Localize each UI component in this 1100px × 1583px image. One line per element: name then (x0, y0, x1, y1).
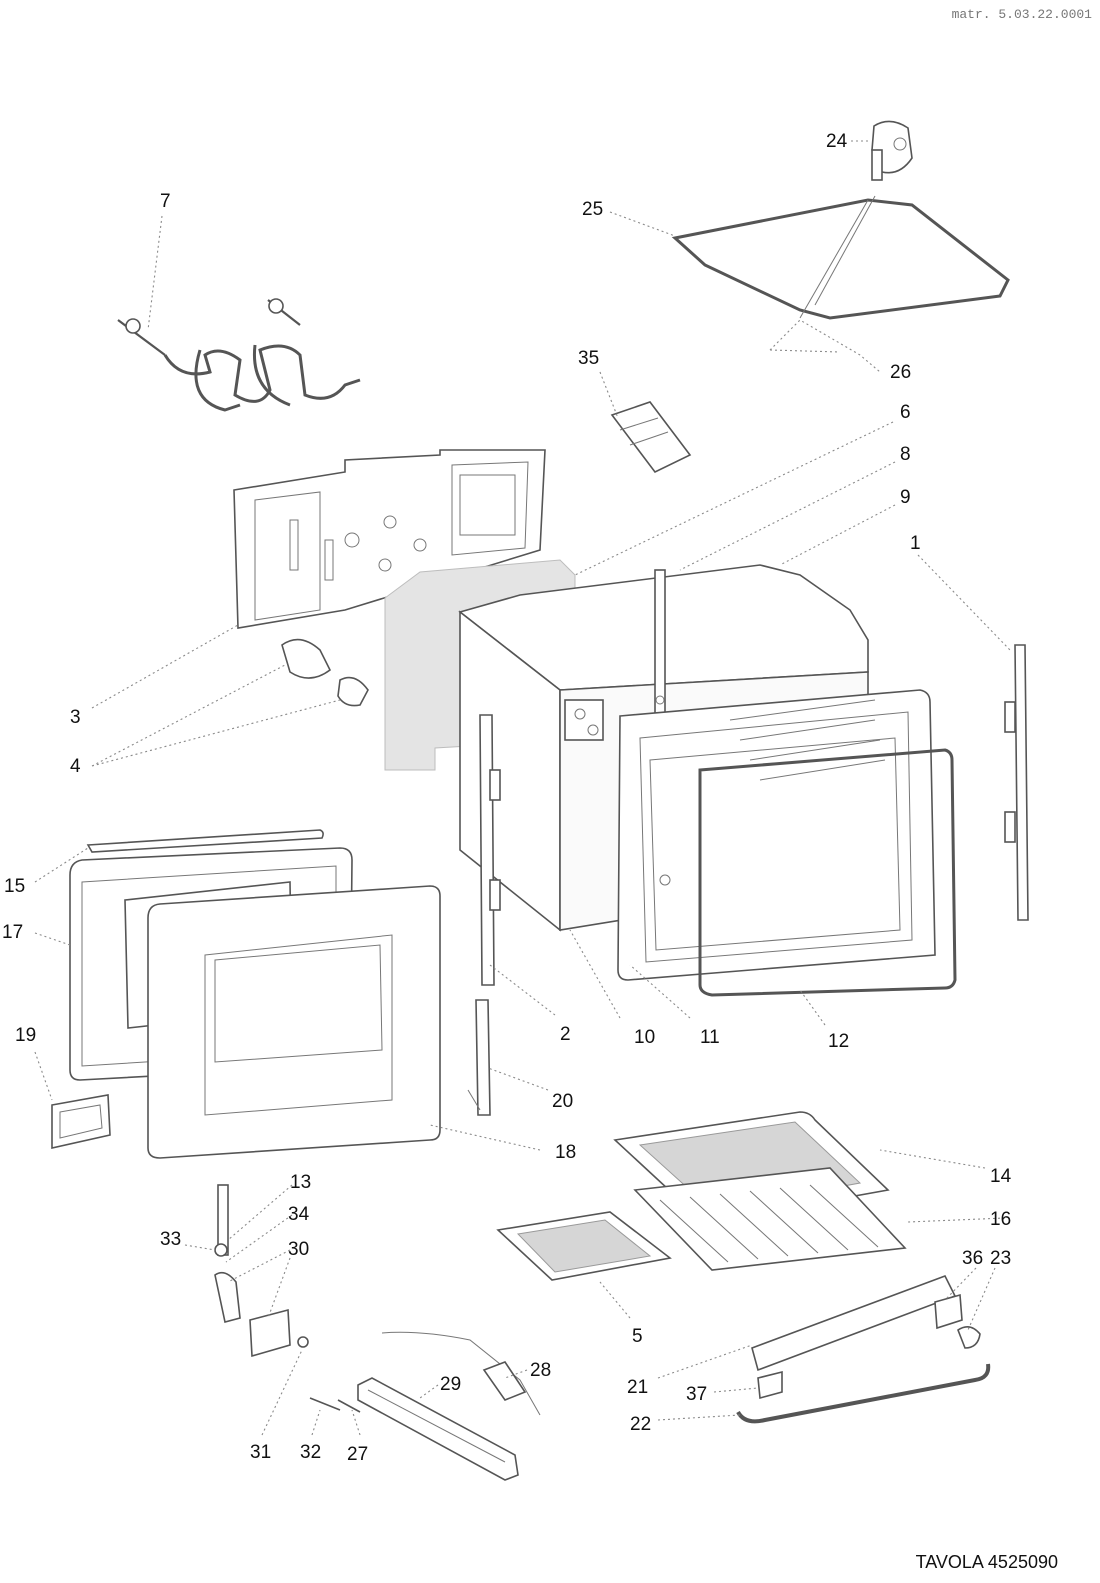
callout-27: 27 (347, 1444, 368, 1465)
callout-18: 18 (555, 1142, 576, 1163)
callout-6: 6 (900, 402, 911, 423)
callout-19: 19 (15, 1025, 36, 1046)
callout-11: 11 (700, 1027, 720, 1048)
part-5-small-tray (496, 1211, 672, 1281)
callout-31: 31 (250, 1442, 271, 1463)
part-4-components (281, 638, 369, 707)
part-19-hinge-plate (51, 1094, 111, 1149)
callout-37: 37 (686, 1384, 707, 1405)
part-37-plate (757, 1370, 783, 1400)
callout-28: 28 (530, 1360, 551, 1381)
callout-12: 12 (828, 1031, 849, 1052)
callout-3: 3 (70, 707, 81, 728)
callout-30: 30 (288, 1239, 309, 1260)
callout-10: 10 (634, 1027, 655, 1048)
callout-21: 21 (627, 1377, 648, 1398)
part-18-outer-door (147, 885, 441, 1159)
callout-15: 15 (4, 876, 25, 897)
callout-14: 14 (990, 1166, 1012, 1187)
part-35-lamp (610, 401, 692, 474)
callout-32: 32 (300, 1442, 321, 1463)
callout-34: 34 (288, 1204, 310, 1225)
callout-17: 17 (2, 922, 23, 943)
part-12-gasket (698, 748, 957, 997)
callout-1: 1 (910, 533, 921, 554)
footer-table-code: TAVOLA 4525090 (916, 1552, 1058, 1572)
part-1-side-guide-right (1004, 644, 1029, 921)
part-29-rail (309, 1331, 541, 1481)
callout-2: 2 (560, 1024, 571, 1045)
callout-33: 33 (160, 1229, 181, 1250)
part-3-back-panel (233, 449, 546, 629)
part-25-circular-element (671, 195, 1010, 320)
callout-26: 26 (890, 362, 911, 383)
part-22-handle (736, 1363, 991, 1424)
callout-25: 25 (582, 199, 603, 220)
header-code: matr. 5.03.22.0001 (952, 7, 1093, 22)
callout-9: 9 (900, 487, 911, 508)
callout-35: 35 (578, 348, 599, 369)
callout-8: 8 (900, 444, 911, 465)
callout-24: 24 (826, 131, 848, 152)
callout-23: 23 (990, 1248, 1011, 1269)
callout-22: 22 (630, 1414, 651, 1435)
callout-4: 4 (70, 756, 81, 777)
part-2-side-guide-left (479, 714, 501, 986)
part-7-grill-element (117, 298, 361, 412)
callout-5: 5 (632, 1326, 643, 1347)
callout-29: 29 (440, 1374, 461, 1395)
part-20-hinge (467, 999, 491, 1116)
part-36-plate (934, 1293, 963, 1330)
callout-13: 13 (290, 1172, 311, 1193)
part-13-shaft-assembly (214, 1184, 309, 1358)
callout-36: 36 (962, 1248, 983, 1269)
callout-20: 20 (552, 1091, 573, 1112)
part-21-control-strip (751, 1274, 957, 1372)
callout-7: 7 (160, 191, 171, 212)
part-23-knob (957, 1326, 981, 1349)
part-24-thermostat (871, 120, 913, 181)
part-16-wire-shelf (633, 1167, 907, 1271)
callout-16: 16 (990, 1209, 1011, 1230)
part-10-front-frame (617, 689, 936, 981)
